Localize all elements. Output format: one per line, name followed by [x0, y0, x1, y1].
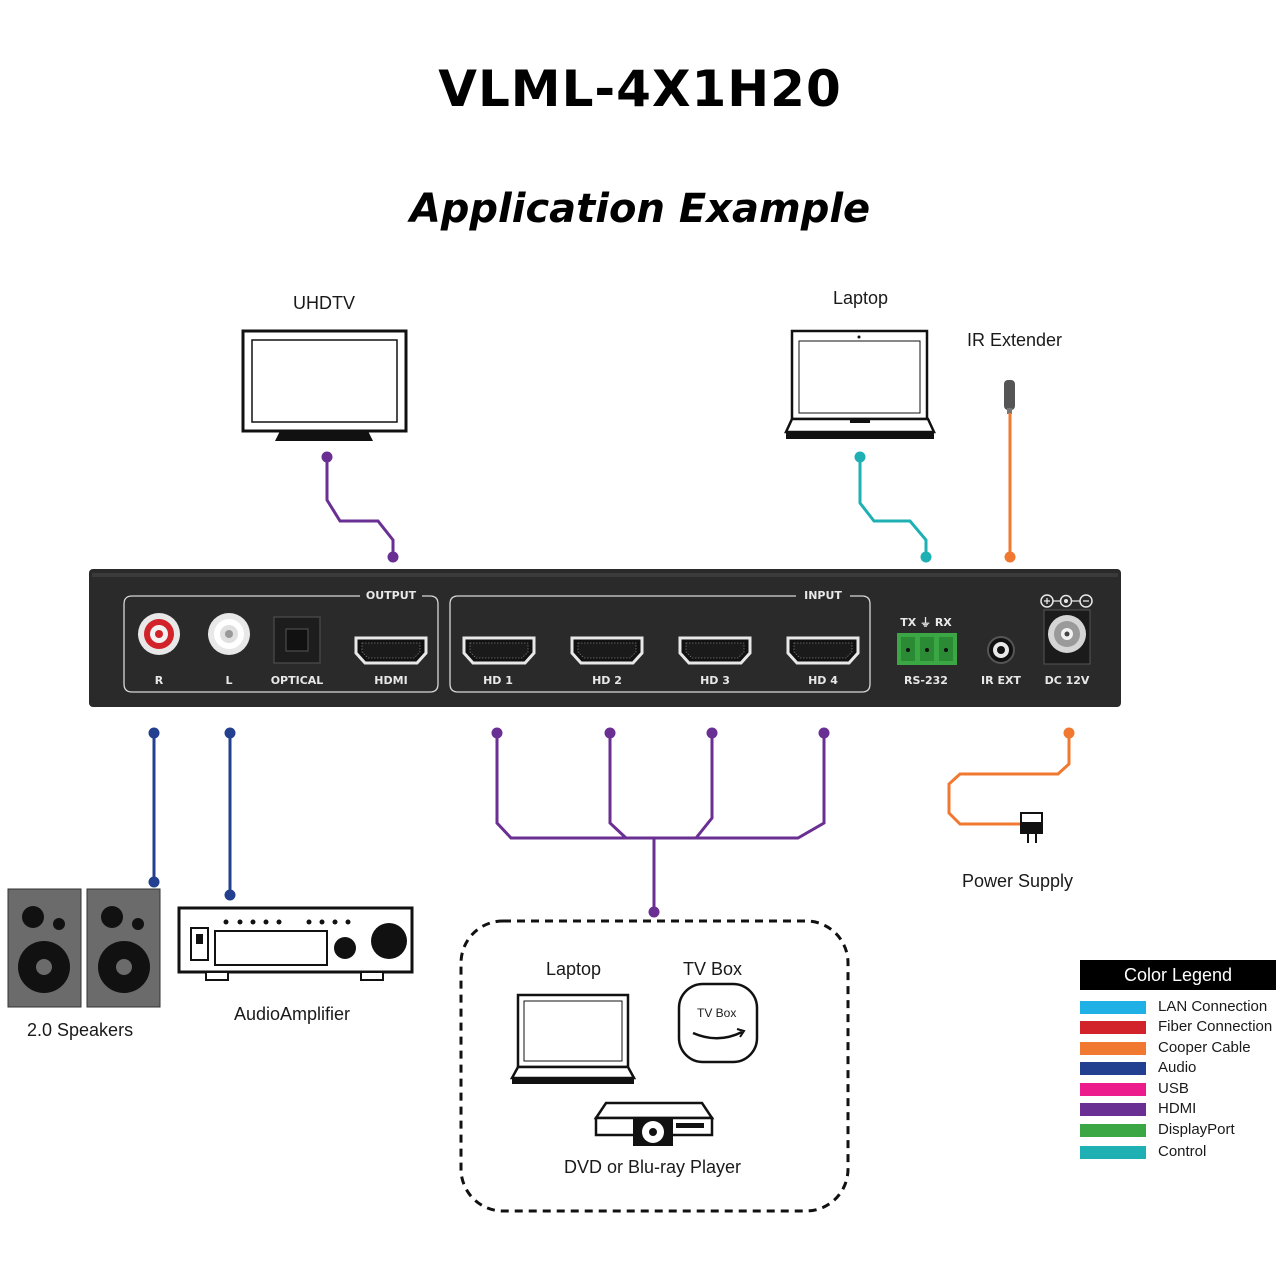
legend-label: Audio	[1158, 1059, 1197, 1076]
control-cable	[854, 451, 932, 563]
port-hd3-label: HD 3	[700, 674, 730, 687]
tv-box-logo-text: TV Box	[697, 1006, 737, 1020]
ir-extender-label: IR Extender	[967, 330, 1063, 350]
port-hd2-label: HD 2	[592, 674, 622, 687]
legend-label: LAN Connection	[1158, 998, 1268, 1015]
legend-item: Cooper Cable	[1080, 1039, 1280, 1057]
tv-box-icon	[677, 982, 759, 1064]
ir-cable	[1004, 413, 1016, 563]
legend-swatch	[1080, 1124, 1146, 1137]
laptop-bottom-icon	[509, 993, 637, 1084]
legend-item: LAN Connection	[1080, 998, 1280, 1016]
port-optical-label: OPTICAL	[270, 674, 324, 687]
page-title: VLML-4X1H20	[438, 60, 842, 118]
hdmi-cable-output	[321, 451, 399, 563]
uhdtv-icon	[241, 329, 408, 441]
dvd-player-icon	[593, 1101, 715, 1146]
power-cable	[947, 727, 1075, 826]
legend-label: Fiber Connection	[1158, 1018, 1273, 1035]
legend-swatch	[1080, 1103, 1146, 1116]
hdmi-input-port-4	[786, 636, 860, 665]
port-irext-label: IR EXT	[981, 674, 1021, 687]
legend-swatch	[1080, 1021, 1146, 1034]
dvd-player-label: DVD or Blu-ray Player	[564, 1157, 742, 1177]
legend-item: Audio	[1080, 1059, 1280, 1077]
legend-swatch	[1080, 1042, 1146, 1055]
legend-item: USB	[1080, 1080, 1280, 1098]
tv-box-label: TV Box	[683, 959, 743, 979]
legend-swatch	[1080, 1083, 1146, 1096]
speakers-label: 2.0 Speakers	[27, 1020, 134, 1040]
laptop-top-icon	[784, 329, 936, 439]
legend-label: Control	[1158, 1143, 1207, 1160]
power-supply-label: Power Supply	[962, 871, 1074, 891]
port-rs232-label: RS-232	[904, 674, 948, 687]
legend-label: USB	[1158, 1080, 1189, 1097]
hdmi-input-port-2	[570, 636, 644, 665]
audio-cable-l	[224, 727, 236, 901]
audio-amplifier-icon	[177, 906, 414, 981]
legend-item: DisplayPort	[1080, 1121, 1280, 1139]
legend-swatch	[1080, 1146, 1146, 1159]
source-devices-group	[459, 919, 850, 1213]
output-group-label: OUTPUT	[365, 589, 417, 602]
port-hd4-label: HD 4	[808, 674, 838, 687]
speakers-icon	[7, 888, 161, 1008]
port-hd1-label: HD 1	[483, 674, 513, 687]
ir-extender-icon	[1004, 380, 1015, 414]
hdmi-input-port-3	[678, 636, 752, 665]
page-subtitle: Application Example	[409, 186, 871, 232]
input-group-label: INPUT	[804, 589, 842, 602]
legend-label: Cooper Cable	[1158, 1039, 1251, 1056]
legend-swatch	[1080, 1062, 1146, 1075]
uhdtv-label: UHDTV	[293, 293, 355, 313]
color-legend-title: Color Legend	[1080, 960, 1276, 990]
port-hdmi-label: HDMI	[374, 674, 408, 687]
amplifier-label: AudioAmplifier	[234, 1004, 351, 1024]
hdmi-cable-inputs	[491, 727, 830, 918]
legend-item: Fiber Connection	[1080, 1018, 1280, 1036]
legend-label: DisplayPort	[1158, 1121, 1235, 1138]
switcher-front-panel	[89, 569, 1121, 707]
legend-item: HDMI	[1080, 1100, 1280, 1118]
legend-label: HDMI	[1158, 1100, 1197, 1117]
legend-swatch	[1080, 1001, 1146, 1014]
power-adapter-icon	[1020, 812, 1043, 843]
audio-cable-r	[148, 727, 160, 888]
port-dc-label: DC 12V	[1044, 674, 1090, 687]
rs232-pins-label: TX ⏚ RX	[900, 616, 952, 629]
hdmi-output-port	[354, 636, 428, 665]
hdmi-input-port-1	[462, 636, 536, 665]
legend-item: Control	[1080, 1143, 1280, 1161]
laptop-bottom-label: Laptop	[546, 959, 602, 979]
laptop-top-label: Laptop	[833, 288, 889, 308]
port-l-label: L	[225, 674, 233, 687]
port-r-label: R	[154, 674, 164, 687]
